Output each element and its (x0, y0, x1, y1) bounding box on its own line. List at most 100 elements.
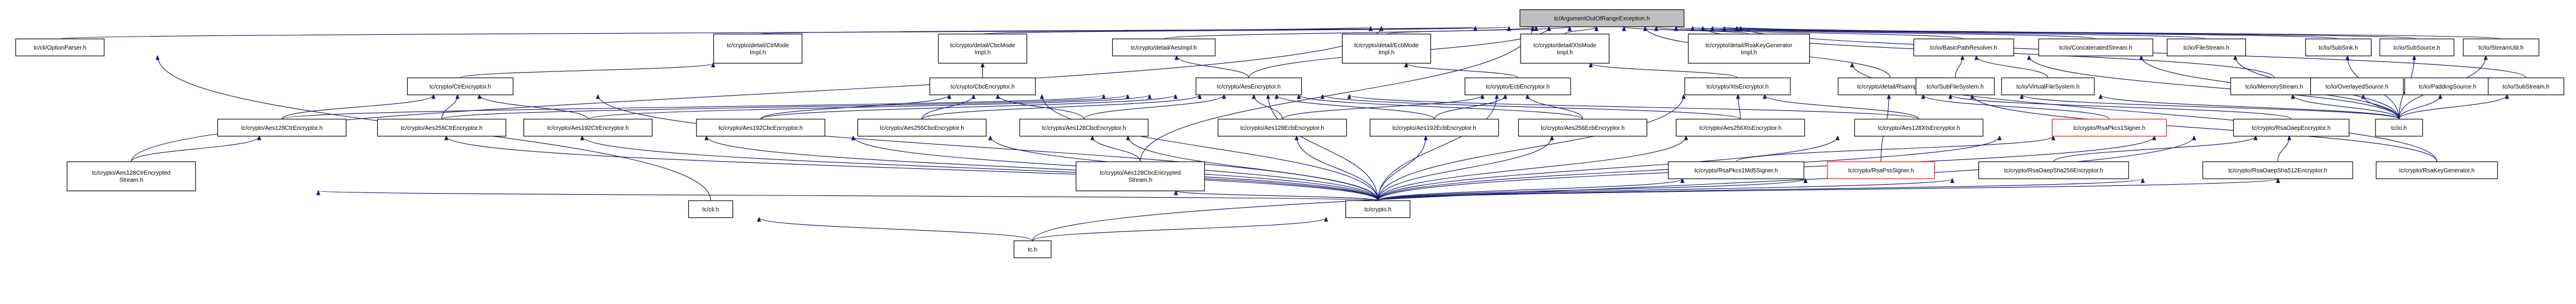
node-box (2404, 77, 2491, 96)
node-box (1465, 77, 1571, 96)
node-aes128cbcenc[interactable]: tc/crypto/Aes128CbcEncryptor.h (1019, 119, 1149, 137)
node-xtsencryptor[interactable]: tc/crypto/XtsEncryptor.h (1684, 77, 1791, 96)
node-box (1913, 38, 2014, 57)
node-aes256ctrenc[interactable]: tc/crypto/Aes256CtrEncryptor.h (377, 119, 507, 137)
node-aesencryptor[interactable]: tc/crypto/AesEncryptor.h (1195, 77, 1302, 96)
edge-crypto-to-rsakeygenerator (1377, 179, 2278, 201)
node-box (929, 77, 1036, 96)
node-optionparser[interactable]: tc/cli/OptionParser.h (15, 38, 105, 57)
node-box (67, 161, 196, 191)
edge-crypto-to-aes256ecbenc (1377, 136, 1552, 201)
node-virtualfilesystem[interactable]: tc/io/VirtualFileSystem.h (2001, 77, 2095, 96)
node-label: tc/crypto/CtrEncryptor.h (430, 84, 491, 90)
node-aes192ecbenc[interactable]: tc/crypto/Aes192EcbEncryptor.h (1370, 119, 1499, 137)
node-label: tc/crypto/CbcEncryptor.h (951, 84, 1015, 90)
node-rsakeygenerator[interactable]: tc/crypto/RsaKeyGenerator.h (2376, 161, 2498, 179)
node-aes128ctrenc[interactable]: tc/crypto/Aes128CtrEncryptor.h (217, 119, 347, 137)
edge-aes256cbcenc-to-aesencryptor (921, 95, 1199, 120)
edge-cbcmodeimpl-to-root (982, 27, 1509, 35)
edge-crypto-to-rsapkcs1md5signer (1377, 179, 1683, 201)
node-paddingsource[interactable]: tc/io/PaddingSource.h (2404, 77, 2491, 96)
node-cli[interactable]: tc/cli.h (688, 200, 734, 218)
node-box (1195, 77, 1302, 96)
edge-aes256ctrenc-to-aesencryptor (441, 95, 1127, 120)
node-crypto[interactable]: tc/crypto.h (1345, 200, 1411, 218)
node-label: tc/crypto/RsaPkcs1Signer.h (2073, 125, 2145, 132)
node-box (1520, 34, 1609, 64)
node-label: tc/crypto/detail/RsaKeyGenerator (1706, 43, 1793, 49)
node-filestream[interactable]: tc/io/FileStream.h (2166, 38, 2246, 57)
node-box (2233, 119, 2350, 137)
node-box (2488, 77, 2564, 96)
edge-aes256xtsenc-to-aesencryptor (1322, 95, 1741, 120)
node-substream[interactable]: tc/io/SubStream.h (2488, 77, 2564, 96)
edge-aes192ctrenc-to-ctrencryptor (479, 95, 589, 120)
node-label: tc/io/ConcatenatedStream.h (2059, 45, 2132, 51)
node-basicpathresolver[interactable]: tc/io/BasicPathResolver.h (1913, 38, 2014, 57)
node-aes256xtsenc[interactable]: tc/crypto/Aes256XtsEncryptor.h (1675, 119, 1805, 137)
node-aes192cbcenc[interactable]: tc/crypto/Aes192CbcEncryptor.h (696, 119, 826, 137)
node-box (1854, 119, 1984, 137)
edge-tc-to-cli (759, 218, 1033, 241)
node-box (1827, 161, 1935, 179)
node-rsapkcs1signer[interactable]: tc/crypto/RsaPkcs1Signer.h (2051, 119, 2167, 137)
node-box (1019, 119, 1149, 137)
node-label: tc/crypto/detail/CtrMode (727, 43, 789, 49)
node-aesimpl[interactable]: tc/crypto/detail/AesImpl.h (1112, 38, 1216, 57)
node-aes256cbcenc[interactable]: tc/crypto/Aes256CbcEncryptor.h (857, 119, 987, 137)
edge-crypto-to-aesencryptor (1268, 95, 1378, 201)
node-label: tc/crypto/RsaPkcs1Md5Signer.h (1694, 168, 1778, 174)
node-aes192ctrenc[interactable]: tc/crypto/Aes192CtrEncryptor.h (523, 119, 653, 137)
node-cbcencryptor[interactable]: tc/crypto/CbcEncryptor.h (929, 77, 1036, 96)
node-label: tc/io/SubStream.h (2503, 84, 2549, 90)
node-rsaoaepencryptor[interactable]: tc/crypto/RsaOaepEncryptor.h (2233, 119, 2350, 137)
edge-aes128cbcencstream-to-aes128cbcenc (1093, 136, 1141, 162)
node-label: tc/crypto/RsaOaepEncryptor.h (2252, 125, 2330, 132)
edge-xtsmodeimpl-to-root (1564, 27, 1597, 35)
node-memorystream[interactable]: tc/io/MemoryStream.h (2230, 77, 2318, 96)
node-label: tc/io/SubFileSystem.h (1927, 84, 1984, 90)
edge-crypto-to-aes192ctrenc (707, 136, 1378, 201)
edge-aes192ctrenc-to-aesencryptor (588, 95, 1150, 120)
node-overlayedsource[interactable]: tc/io/OverlayedSource.h (2310, 77, 2404, 96)
node-label: tc/crypto/Aes192CtrEncryptor.h (547, 125, 628, 132)
edge-subsink-to-root (1713, 27, 2339, 40)
node-box (1345, 200, 1411, 218)
node-aes128xtsenc[interactable]: tc/crypto/Aes128XtsEncryptor.h (1854, 119, 1984, 137)
node-subsink[interactable]: tc/io/SubSink.h (2305, 38, 2372, 57)
node-label: tc/crypto/Aes256CtrEncryptor.h (401, 125, 482, 132)
node-rsapsssigner[interactable]: tc/crypto/RsaPssSigner.h (1827, 161, 1935, 179)
node-label: tc/crypto/Aes256CbcEncryptor.h (880, 125, 964, 132)
node-root[interactable]: tc/ArgumentOutOfRangeException.h (1519, 9, 1685, 27)
node-tc[interactable]: tc.h (1014, 240, 1052, 259)
edge-crypto-to-ecbencryptor (1377, 95, 1497, 201)
node-rsaoaepsha512enc[interactable]: tc/crypto/RsaOaepSha512Encryptor.h (2202, 161, 2353, 179)
node-subfilesystem[interactable]: tc/io/SubFileSystem.h (1915, 77, 1995, 96)
node-ctrencryptor[interactable]: tc/crypto/CtrEncryptor.h (407, 77, 514, 96)
node-aes256ecbenc[interactable]: tc/crypto/Aes256EcbEncryptor.h (1518, 119, 1648, 137)
node-label: tc/crypto/detail/XtsMode (1533, 43, 1597, 49)
node-box (1668, 161, 1805, 179)
node-concatenatedstream[interactable]: tc/io/ConcatenatedStream.h (2038, 38, 2153, 57)
node-io[interactable]: tc/io.h (2375, 119, 2423, 137)
node-streamutil[interactable]: tc/io/StreamUtil.h (2463, 38, 2539, 57)
edge-aesencryptor-to-aesimpl (1176, 56, 1249, 79)
edge-crypto-to-aes128cbcencstream (1176, 191, 1378, 201)
node-label: tc/io/BasicPathResolver.h (1930, 45, 1997, 51)
node-aes128ecbenc[interactable]: tc/crypto/Aes128EcbEncryptor.h (1218, 119, 1347, 137)
node-rsapkcs1md5signer[interactable]: tc/crypto/RsaPkcs1Md5Signer.h (1668, 161, 1805, 179)
node-ecbencryptor[interactable]: tc/crypto/EcbEncryptor.h (1465, 77, 1571, 96)
node-label: tc/crypto/Aes128CtrEncrypted (92, 170, 170, 176)
node-subsource[interactable]: tc/io/SubSource.h (2379, 38, 2455, 57)
node-rsaoaepsha256enc[interactable]: tc/crypto/RsaOaepSha256Encryptor.h (1978, 161, 2129, 179)
edge-aes128ecbenc-to-aesencryptor (1254, 95, 1283, 119)
edge-rsaoaepencryptor-to-rsaimpl (1950, 95, 2292, 120)
edge-subfilesystem-to-basicpathresolver (1955, 56, 1962, 78)
